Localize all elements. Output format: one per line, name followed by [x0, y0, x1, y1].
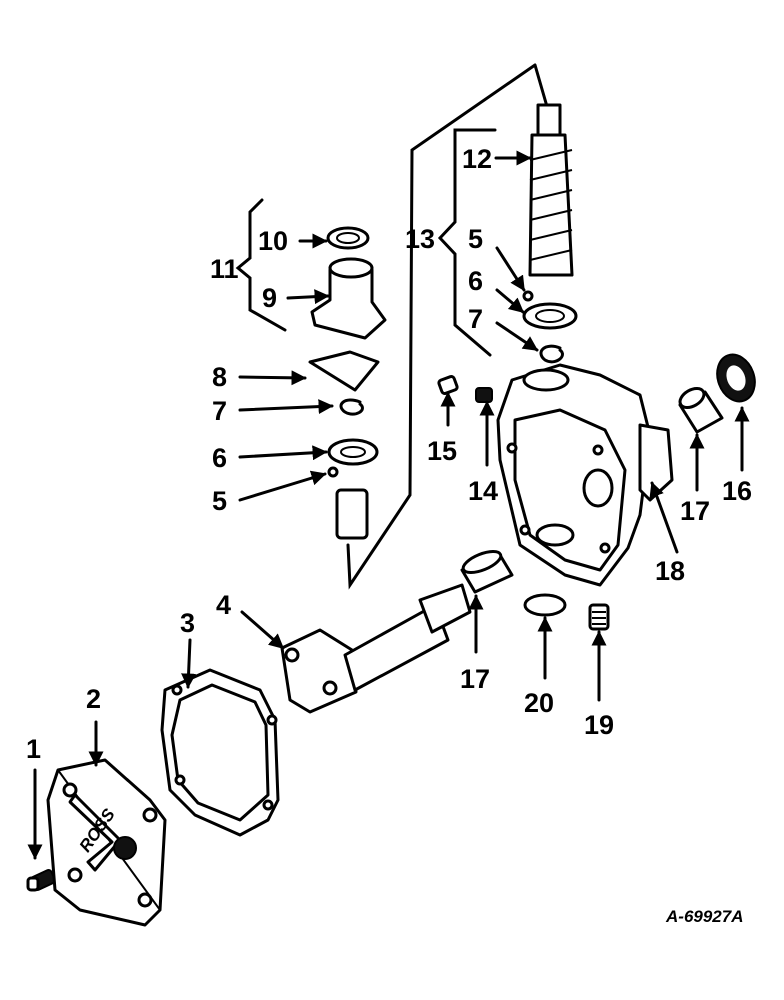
part-17-bushing-lower	[460, 549, 514, 594]
callout-15: 15	[427, 436, 457, 466]
callout-13: 13	[405, 224, 435, 254]
callout-17-right: 17	[680, 496, 710, 526]
part-12-worm-shaft	[528, 103, 574, 277]
callout-7-right: 7	[468, 304, 483, 334]
figure-reference-code: A-69927A	[665, 907, 744, 926]
callout-16: 16	[722, 476, 752, 506]
part-19-screw	[588, 603, 610, 631]
callout-6-left: 6	[212, 443, 227, 473]
assembly-line	[346, 63, 550, 590]
callout-4: 4	[216, 590, 231, 620]
part-18-housing	[496, 363, 674, 587]
part-16-seal	[716, 353, 756, 403]
callout-12: 12	[462, 144, 492, 174]
part-6-bearing-left	[327, 438, 379, 466]
part-2-cover: ROSS	[46, 758, 167, 927]
part-1-screw	[26, 868, 56, 892]
part-14-plug	[475, 387, 493, 403]
callout-11: 11	[210, 254, 239, 284]
part-8-gasket	[308, 350, 380, 392]
part-9-housing	[310, 257, 387, 340]
part-10-seal	[326, 226, 370, 250]
callout-7-left: 7	[212, 396, 227, 426]
callout-17-lower: 17	[460, 664, 490, 694]
leader-lines	[27, 150, 750, 860]
callout-10: 10	[258, 226, 288, 256]
part-17-bushing-right	[678, 387, 724, 434]
callout-5-left: 5	[212, 486, 227, 516]
part-5-ball-right	[522, 290, 534, 302]
callout-6-right: 6	[468, 266, 483, 296]
bracket-11	[235, 198, 287, 332]
callout-9: 9	[262, 283, 277, 313]
part-20-plug	[523, 593, 567, 617]
callout-1: 1	[26, 734, 41, 764]
part-6-bearing-right	[522, 302, 578, 330]
part-7-snap-ring-right	[539, 344, 564, 364]
bushing-lower-left	[335, 488, 369, 540]
callout-5-right: 5	[468, 224, 483, 254]
part-5-ball-left	[327, 466, 339, 478]
callout-18: 18	[655, 556, 685, 586]
part-3-gasket	[160, 668, 280, 837]
callout-14: 14	[468, 476, 498, 506]
callout-8: 8	[212, 362, 227, 392]
callout-19: 19	[584, 710, 614, 740]
callout-2: 2	[86, 684, 101, 714]
callout-3: 3	[180, 608, 195, 638]
part-7-snap-ring-left	[339, 398, 364, 416]
bracket-13	[437, 128, 497, 357]
part-4-sector-shaft	[280, 583, 472, 714]
callout-20: 20	[524, 688, 554, 718]
